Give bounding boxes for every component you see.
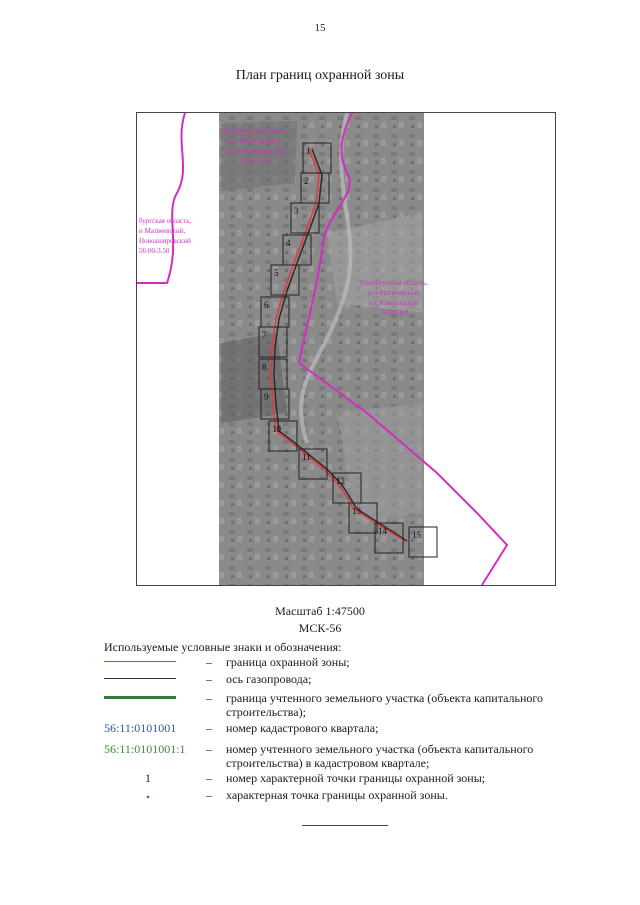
point-number-label: 6	[264, 300, 269, 310]
point-number-label: 9	[264, 392, 269, 402]
legend-description: граница учтенного земельного участка (об…	[226, 691, 544, 719]
point-number-label: 2	[304, 176, 309, 186]
point-dot-symbol: •	[145, 790, 151, 804]
legend-item-cadastral-quarter: 56:11:0101001 – номер кадастрового кварт…	[104, 721, 574, 739]
legend-description: граница охранной зоны;	[226, 655, 350, 669]
dark-line-symbol	[104, 678, 176, 679]
grid-square	[374, 522, 404, 554]
district-boundary-east	[297, 113, 509, 585]
legend-title: Используемые условные знаки и обозначени…	[104, 640, 342, 654]
coordinate-system: МСК-56	[298, 621, 342, 635]
red-line-symbol	[104, 661, 176, 662]
cadastral-quarter-code: 56:11:0101001	[104, 721, 177, 735]
legend-dash: –	[206, 742, 212, 756]
legend-item-pipeline-axis: – ось газопровода;	[104, 672, 574, 690]
grid-square	[258, 326, 288, 358]
end-rule	[302, 825, 388, 826]
legend-description: ось газопровода;	[226, 672, 312, 686]
legend-item-point-number: 1 – номер характерной точки границы охра…	[104, 771, 574, 789]
legend-description: номер учтенного земельного участка (объе…	[226, 742, 534, 770]
legend-description: номер кадастрового квартала;	[226, 721, 379, 735]
grid-square	[332, 472, 362, 504]
legend-item-parcel-boundary: – граница учтенного земельного участка (…	[104, 691, 574, 721]
legend-dash: –	[206, 788, 212, 802]
point-number-label: 11	[302, 452, 311, 462]
grid-square	[408, 526, 438, 558]
point-number-label: 4	[286, 238, 291, 248]
legend-item-zone-boundary: – граница охранной зоны;	[104, 655, 574, 673]
point-number-label: 3	[294, 206, 299, 216]
field-patch	[221, 333, 287, 423]
legend-symbol	[104, 691, 186, 709]
river-course	[299, 113, 353, 444]
point-number-label: 10	[272, 424, 282, 434]
point-number-label: 14	[378, 526, 388, 536]
field-patch	[337, 403, 423, 523]
legend-description: номер характерной точки границы охранной…	[226, 771, 486, 785]
point-number-label: 7	[262, 330, 267, 340]
legend-item-characteristic-point: • – характерная точка границы охранной з…	[104, 788, 574, 806]
legend-dash: –	[206, 691, 212, 705]
legend-dash: –	[206, 655, 212, 669]
point-number-symbol: 1	[145, 771, 151, 785]
legend-description: характерная точка границы охранной зоны.	[226, 788, 448, 802]
grid-square	[298, 448, 328, 480]
point-number-label: 12	[336, 476, 345, 486]
point-number-label: 13	[352, 506, 362, 516]
grid-square	[268, 420, 298, 452]
field-patch	[221, 121, 297, 191]
page-number: 15	[314, 22, 326, 34]
scale-ratio: Масштаб 1:47500	[275, 604, 365, 618]
parcel-number-code: 56:11:0101001:1	[104, 742, 186, 756]
grid-square	[260, 388, 290, 420]
legend-symbol	[104, 655, 186, 673]
document-title: План границ охранной зоны	[235, 68, 405, 83]
grid-square	[290, 202, 320, 234]
legend-item-parcel-number: 56:11:0101001:1 – номер учтенного земель…	[104, 742, 574, 772]
point-number-label: 1	[306, 146, 311, 156]
district-boundary-west	[137, 113, 186, 284]
point-number-label: 15	[412, 530, 422, 540]
legend-dash: –	[206, 721, 212, 735]
legend-symbol	[104, 672, 186, 690]
grid-square	[270, 264, 300, 296]
legend-dash: –	[206, 672, 212, 686]
green-line-symbol	[104, 696, 176, 699]
point-number-label: 8	[262, 362, 267, 372]
grid-square	[348, 502, 378, 534]
point-number-label: 5	[274, 268, 279, 278]
legend-dash: –	[206, 771, 212, 785]
region-label-north: Оренбургская область, р-н Матвеевский, с…	[220, 127, 289, 165]
region-label-west: бургская область, н Матвеевский, Новоаши…	[139, 217, 193, 255]
region-label-east: Оренбургская область, р-н Матвеевский, с…	[360, 279, 429, 317]
